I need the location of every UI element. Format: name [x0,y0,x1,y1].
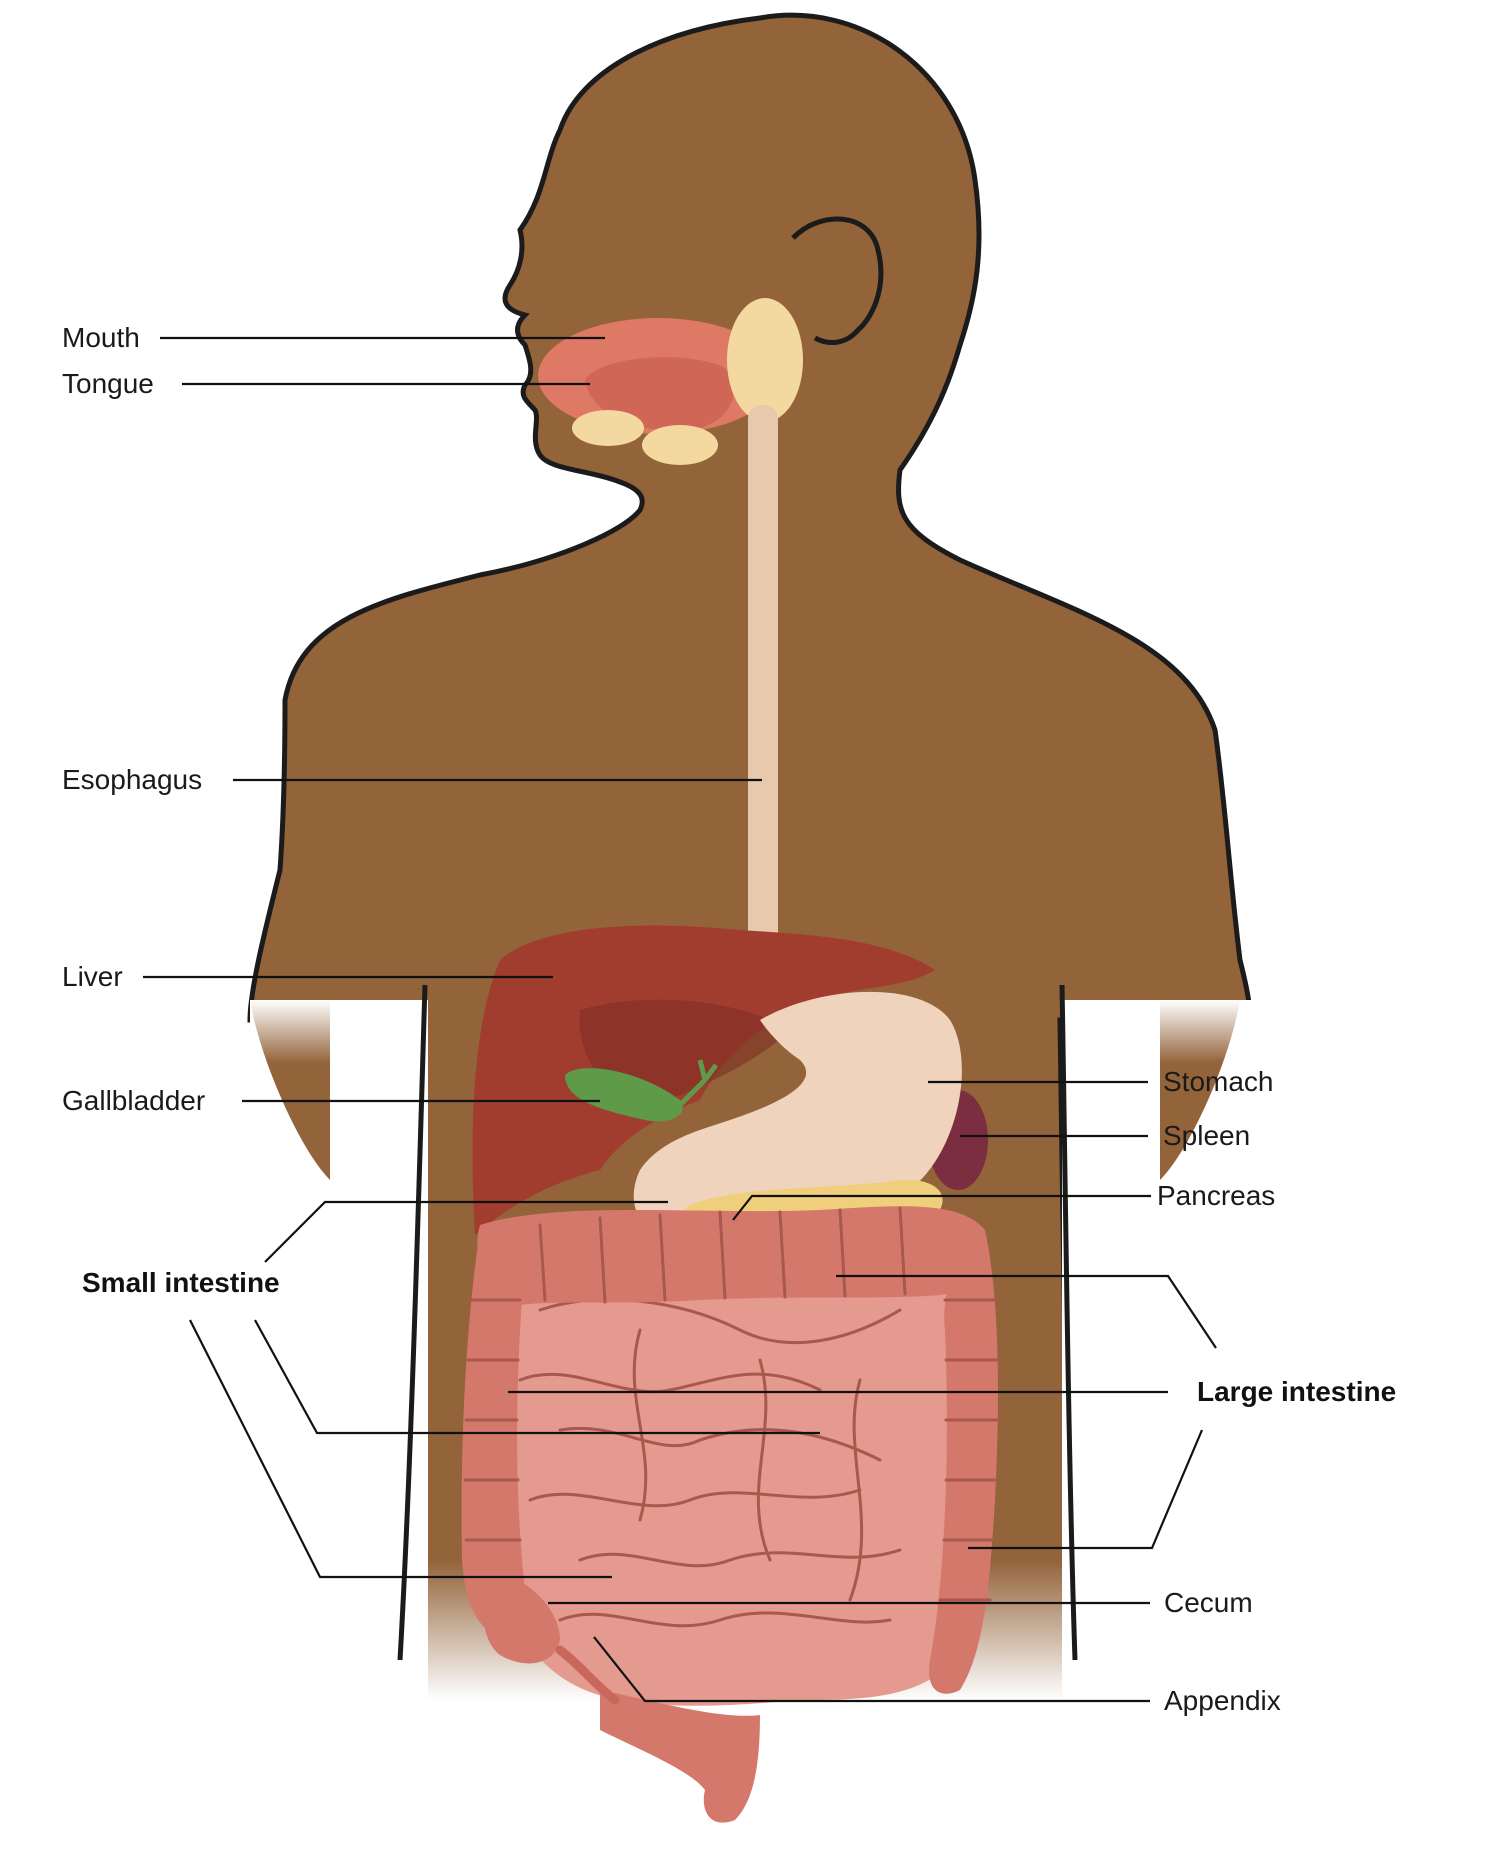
label-tongue: Tongue [62,368,154,399]
right-arm [1160,1000,1240,1180]
leader-lines [143,336,1217,1703]
label-large-intestine: Large intestine [1197,1376,1396,1407]
submandibular-gland [642,425,718,465]
left-torso-edge [397,984,428,1661]
small-intestine-leader-bottom [189,1319,612,1579]
left-arm [250,1000,330,1180]
large-intestine-leader-bottom [968,1429,1204,1550]
label-mouth: Mouth [62,322,140,353]
label-spleen: Spleen [1163,1120,1250,1151]
ascending-colon [461,1229,530,1640]
large-intestine-leader-top [836,1274,1217,1349]
sublingual-gland [572,410,644,446]
left-side-gap [250,1000,428,1700]
small-intestine-leader-top [264,1200,668,1263]
right-torso-edge [1059,984,1078,1661]
transverse-colon [477,1206,986,1305]
appendix-shape [555,1645,620,1705]
descending-colon [929,1230,998,1694]
oral-cavity [538,298,803,465]
label-pancreas: Pancreas [1157,1180,1275,1211]
parotid-gland [727,298,803,422]
small-intestine-folds [518,1298,902,1628]
pancreas-leader [732,1194,1151,1221]
cecum-shape [483,1570,560,1664]
label-liver: Liver [62,961,123,992]
labels: Mouth Tongue Esophagus Liver Gallbladder… [62,322,1396,1716]
small-intestine-leader-middle [254,1319,820,1435]
gallbladder-shape [565,1068,683,1122]
label-stomach: Stomach [1163,1066,1274,1097]
label-esophagus: Esophagus [62,764,202,795]
bile-duct [678,1059,719,1107]
label-small-intestine: Small intestine [82,1267,280,1298]
ear [791,216,884,345]
label-appendix: Appendix [1164,1685,1281,1716]
sigmoid-colon [600,1690,760,1823]
small-intestine-mass [495,1247,981,1706]
large-intestine [461,1206,1001,1823]
esophagus-tube [748,405,778,960]
stomach-shape [633,991,962,1236]
label-gallbladder: Gallbladder [62,1085,205,1116]
colon-haustra [463,1206,1001,1602]
appendix-leader [593,1636,1150,1703]
label-cecum: Cecum [1164,1587,1253,1618]
